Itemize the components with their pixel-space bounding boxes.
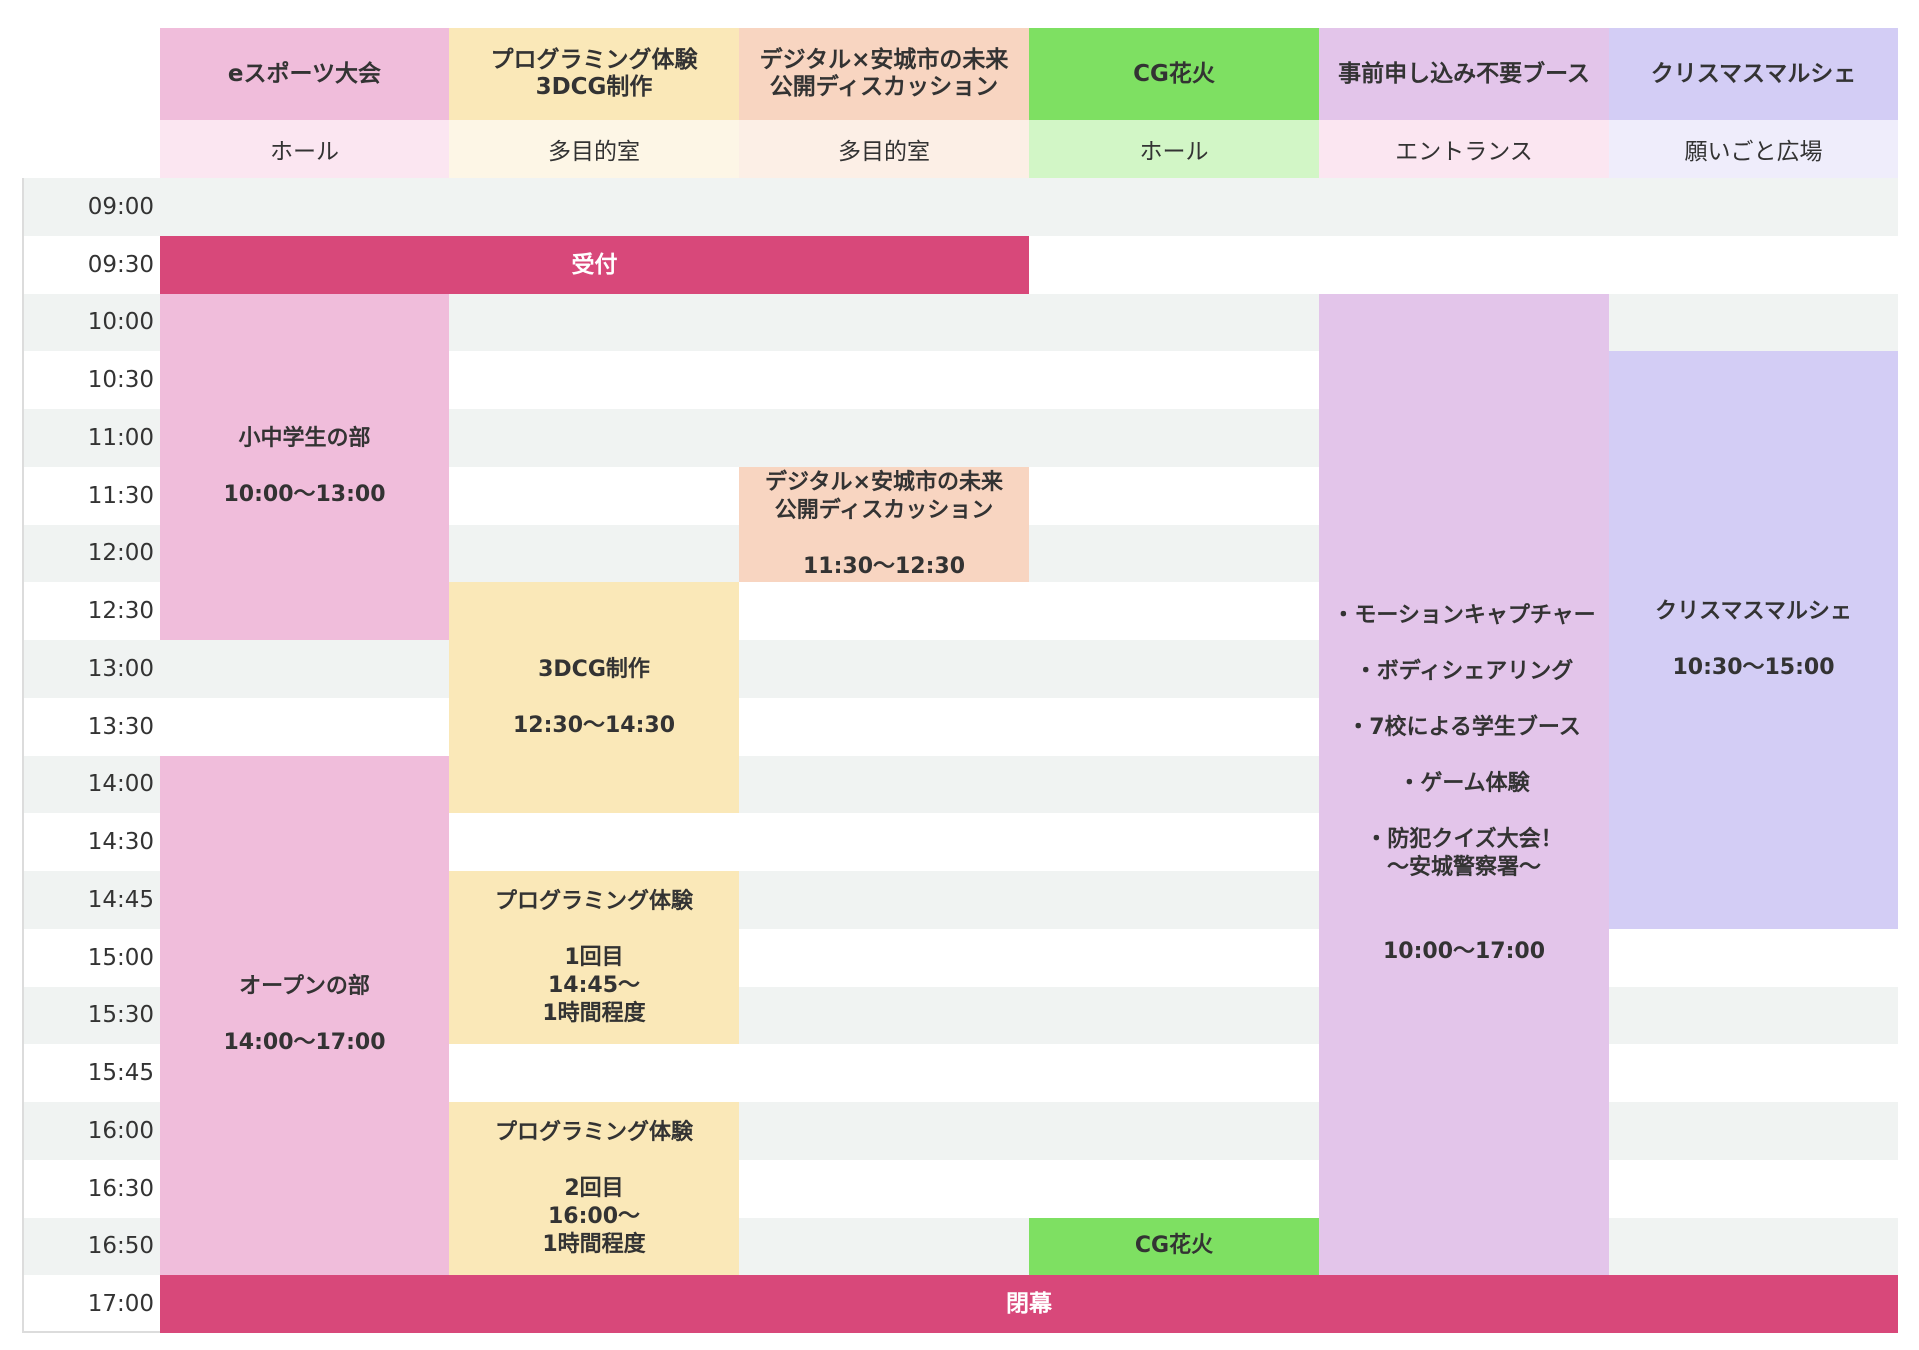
column-room: 多目的室 xyxy=(449,120,739,178)
column-header: 事前申し込み不要ブース xyxy=(1319,28,1609,120)
column-header: CG花火 xyxy=(1029,28,1319,120)
time-label: 11:30 xyxy=(87,482,154,509)
event-block-esports_open: オープンの部 14:00〜17:00 xyxy=(160,755,449,1276)
event-block-closing: 閉幕 xyxy=(160,1275,1898,1333)
time-label: 10:00 xyxy=(87,309,154,336)
column-header: eスポーツ大会 xyxy=(160,28,449,120)
column-room: 多目的室 xyxy=(739,120,1029,178)
time-label: 16:00 xyxy=(87,1117,154,1144)
event-block-reception: 受付 xyxy=(160,235,1029,294)
time-label: 14:30 xyxy=(87,829,154,856)
event-block-cg3d: 3DCG制作 12:30〜14:30 xyxy=(449,582,739,814)
time-label: 14:45 xyxy=(87,886,154,913)
time-label: 13:30 xyxy=(87,713,154,740)
event-block-esports_junior: 小中学生の部 10:00〜13:00 xyxy=(160,293,449,640)
column-room: ホール xyxy=(1029,120,1319,178)
time-label: 10:30 xyxy=(87,367,154,394)
time-label: 09:30 xyxy=(87,251,154,278)
column-header: プログラミング体験 3DCG制作 xyxy=(449,28,739,120)
time-label: 09:00 xyxy=(87,193,154,220)
time-label: 15:45 xyxy=(87,1060,154,1087)
time-label: 12:30 xyxy=(87,598,154,625)
event-block-fireworks: CG花火 xyxy=(1029,1217,1319,1276)
time-row xyxy=(22,178,1898,236)
time-label: 13:00 xyxy=(87,655,154,682)
time-column-border xyxy=(22,178,162,1333)
column-room: エントランス xyxy=(1319,120,1609,178)
column-header: デジタル×安城市の未来 公開ディスカッション xyxy=(739,28,1029,120)
event-block-programming2: プログラミング体験 2回目 16:00〜 1時間程度 xyxy=(449,1102,739,1276)
column-room: ホール xyxy=(160,120,449,178)
event-block-discussion: デジタル×安城市の未来 公開ディスカッション 11:30〜12:30 xyxy=(739,466,1029,583)
time-label: 14:00 xyxy=(87,771,154,798)
time-label: 11:00 xyxy=(87,424,154,451)
column-room: 願いごと広場 xyxy=(1609,120,1898,178)
event-block-marche: クリスマスマルシェ 10:30〜15:00 xyxy=(1609,351,1898,929)
event-block-booth: ・モーションキャプチャー ・ボディシェアリング ・7校による学生ブース ・ゲーム… xyxy=(1319,293,1609,1276)
time-label: 16:50 xyxy=(87,1233,154,1260)
column-header: クリスマスマルシェ xyxy=(1609,28,1898,120)
time-label: 15:30 xyxy=(87,1002,154,1029)
time-label: 16:30 xyxy=(87,1175,154,1202)
event-block-programming1: プログラミング体験 1回目 14:45〜 1時間程度 xyxy=(449,871,739,1045)
time-label: 15:00 xyxy=(87,944,154,971)
time-label: 12:00 xyxy=(87,540,154,567)
time-label: 17:00 xyxy=(87,1291,154,1318)
